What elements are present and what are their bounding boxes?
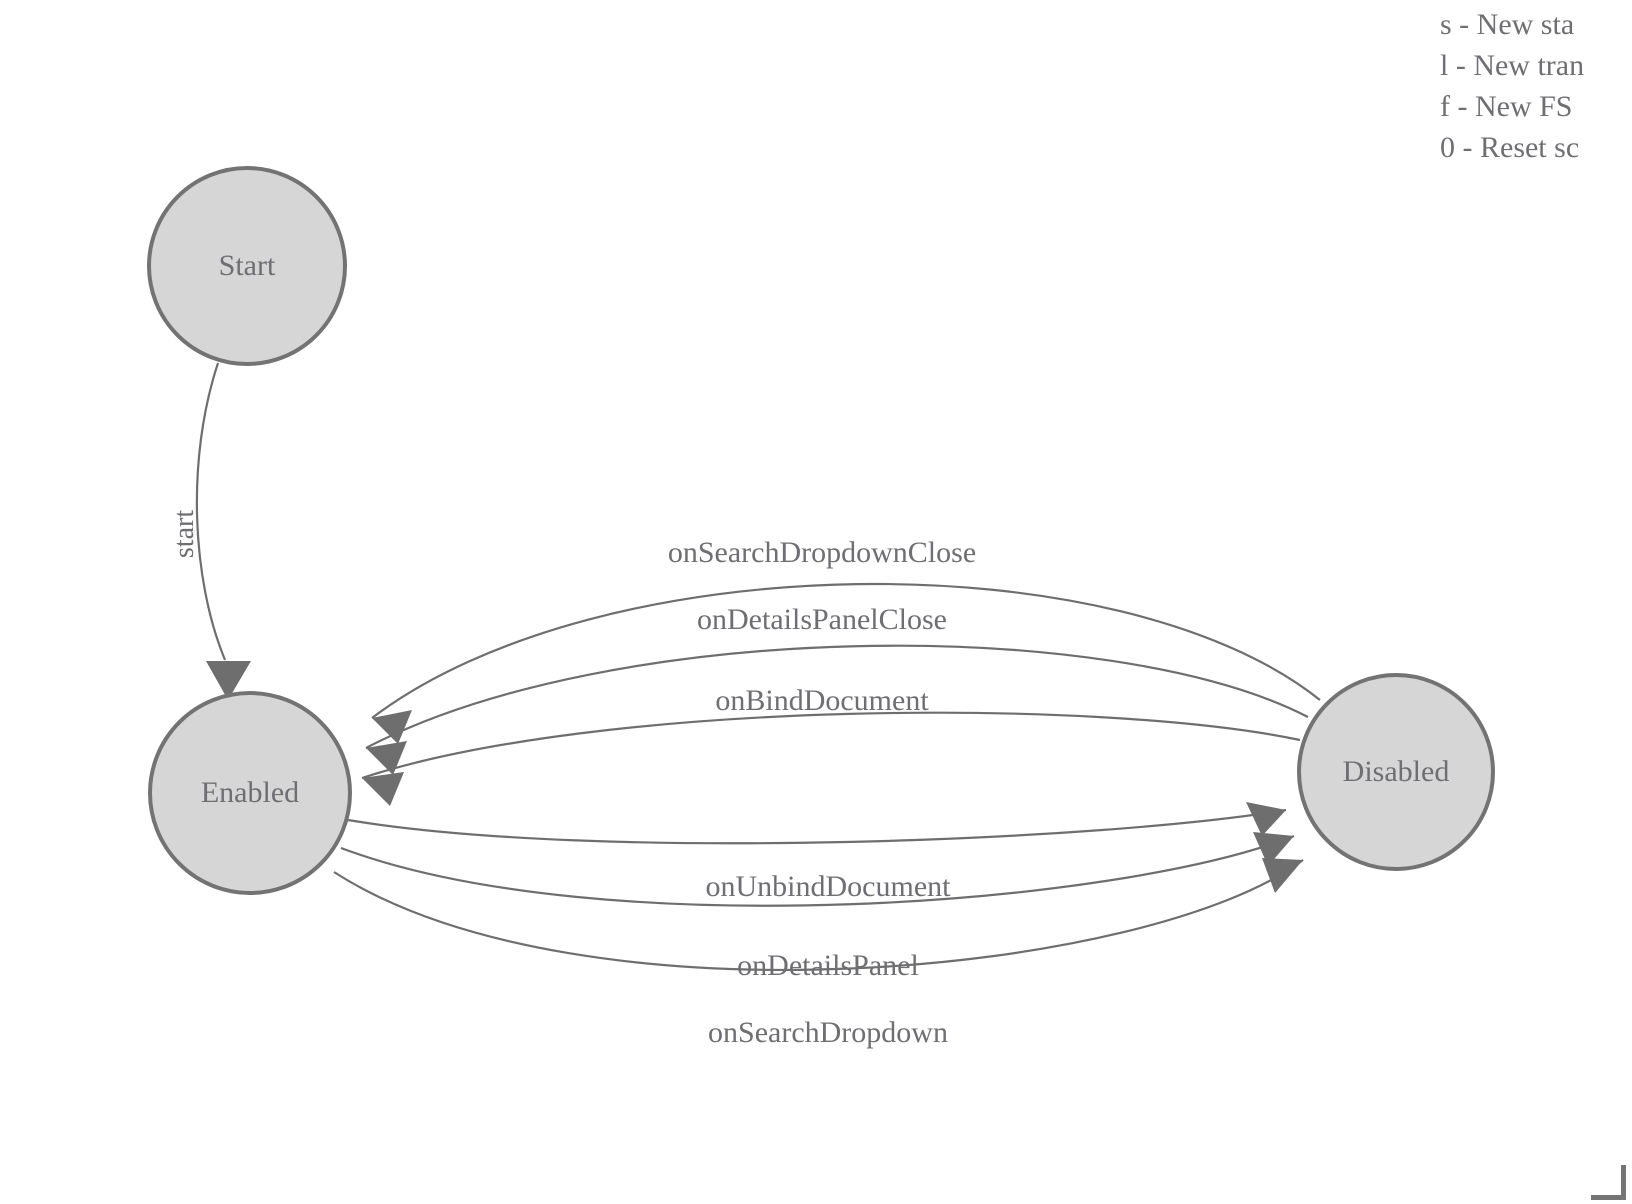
arrowhead-icon: [1253, 832, 1294, 866]
edge-path: [195, 362, 227, 661]
arrowhead-icon: [372, 710, 412, 744]
edge-disabled-to-enabled-ondetailspanelclose[interactable]: [365, 644, 1309, 775]
node-disabled[interactable]: Disabled: [1297, 673, 1495, 871]
node-enabled[interactable]: Enabled: [148, 691, 352, 895]
edge-label-onbinddocument: onBindDocument: [715, 684, 929, 717]
node-label-disabled: Disabled: [1343, 755, 1450, 788]
node-circle: [147, 166, 347, 366]
arrowhead-icon: [206, 661, 251, 700]
node-label-enabled: Enabled: [201, 776, 299, 809]
edge-path: [347, 808, 1287, 845]
edge-path: [371, 582, 1321, 719]
edge-path: [340, 834, 1295, 907]
edge-label-onsearchdropdown: onSearchDropdown: [708, 1016, 948, 1049]
edge-enabled-to-disabled-onunbinddocument[interactable]: [347, 802, 1287, 845]
edge-path: [333, 859, 1304, 971]
node-start[interactable]: Start: [147, 166, 347, 366]
node-circle: [148, 691, 352, 895]
edge-label-ondetailspanel: onDetailsPanel: [737, 949, 919, 982]
edge-label-ondetailspanelclose: onDetailsPanelClose: [697, 603, 947, 636]
arrowhead-icon: [362, 772, 404, 806]
edge-disabled-to-enabled-onsearchdropdownclose[interactable]: [371, 582, 1321, 744]
edge-start-to-enabled[interactable]: [195, 362, 251, 700]
edge-enabled-to-disabled-onsearchdropdown[interactable]: [333, 858, 1304, 971]
arrowhead-icon: [1262, 858, 1303, 893]
arrowhead-icon: [366, 741, 407, 775]
node-circle: [1297, 673, 1495, 871]
edge-label-onsearchdropdownclose: onSearchDropdownClose: [668, 536, 976, 569]
edge-label-start: start: [169, 510, 200, 558]
resize-handle[interactable]: [1591, 1165, 1626, 1200]
node-label-start: Start: [219, 249, 276, 282]
edge-path: [365, 644, 1309, 749]
edge-disabled-to-enabled-onbinddocument[interactable]: [361, 711, 1301, 806]
edge-path: [361, 711, 1301, 780]
arrowhead-icon: [1246, 802, 1286, 836]
edge-label-onunbinddocument: onUnbindDocument: [706, 870, 952, 903]
edge-enabled-to-disabled-ondetailspanel[interactable]: [340, 832, 1295, 907]
